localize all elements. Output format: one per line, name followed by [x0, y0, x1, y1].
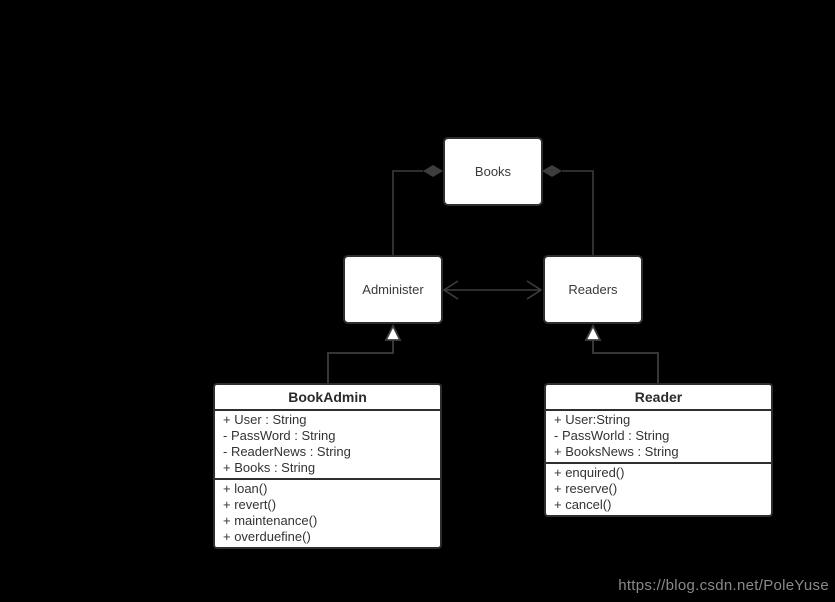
node-administer: Administer [343, 255, 443, 324]
node-administer-label: Administer [362, 282, 424, 297]
class-member: - PassWorld : String [554, 428, 670, 443]
class-member: + reserve() [554, 481, 618, 496]
composition-readers-books [542, 165, 594, 255]
class-reader-title: Reader [546, 385, 771, 411]
composition-diamond-icon [542, 165, 562, 177]
class-bookadmin-attributes: + User : String- PassWord : String- Read… [215, 411, 440, 480]
node-books-label: Books [474, 164, 512, 179]
class-bookadmin: BookAdmin + User : String- PassWord : St… [213, 383, 442, 549]
arrowhead-left-icon [442, 280, 459, 300]
association-administer-readers [442, 280, 543, 300]
class-member: + revert() [223, 497, 277, 512]
composition-administer-books [392, 165, 443, 255]
connector-line [327, 340, 394, 383]
generalization-triangle-icon [584, 323, 602, 341]
node-readers: Readers [543, 255, 643, 324]
node-books: Books [443, 137, 543, 206]
class-bookadmin-title: BookAdmin [215, 385, 440, 411]
watermark-url: https://blog.csdn.net/PoleYuse [618, 577, 829, 594]
class-reader: Reader + User:String- PassWorld : String… [544, 383, 773, 517]
node-readers-label: Readers [568, 282, 618, 297]
generalization-bookadmin-administer [327, 323, 402, 383]
class-member: - PassWord : String [223, 428, 336, 443]
generalization-triangle-icon [384, 323, 402, 341]
class-member: + User : String [223, 412, 307, 427]
connector-line [392, 170, 423, 255]
class-member: + User:String [554, 412, 631, 427]
composition-diamond-icon [423, 165, 443, 177]
class-reader-attributes: + User:String- PassWorld : String+ Books… [546, 411, 771, 464]
class-member: + overduefine() [223, 529, 311, 544]
generalization-reader-readers [584, 323, 659, 383]
class-member: - ReaderNews : String [223, 444, 351, 459]
connector-line [592, 340, 659, 383]
class-member: + enquired() [554, 465, 625, 480]
connector-line [562, 170, 594, 255]
class-member: + BooksNews : String [554, 444, 679, 459]
class-reader-methods: + enquired()+ reserve()+ cancel() [546, 464, 771, 515]
class-member: + maintenance() [223, 513, 318, 528]
class-member: + cancel() [554, 497, 612, 512]
class-bookadmin-methods: + loan()+ revert()+ maintenance()+ overd… [215, 480, 440, 547]
class-member: + loan() [223, 481, 268, 496]
arrowhead-right-icon [526, 280, 543, 300]
class-member: + Books : String [223, 460, 316, 475]
